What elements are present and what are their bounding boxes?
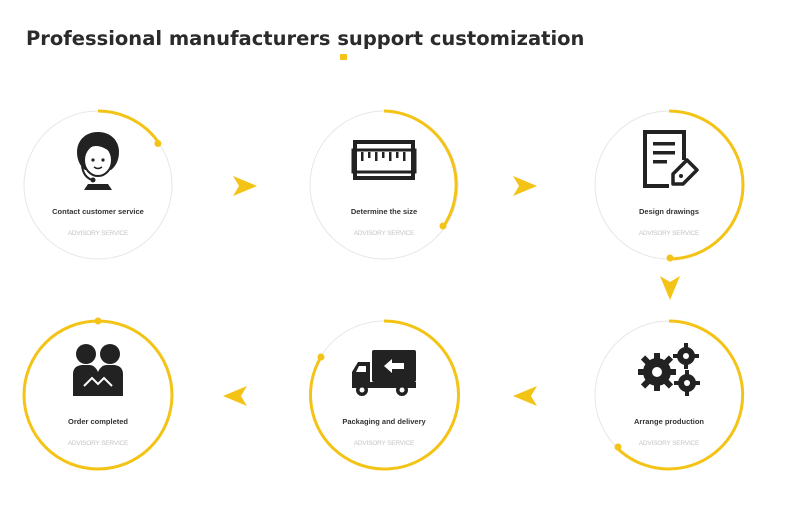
page-title: Professional manufacturers support custo…	[26, 27, 585, 50]
step-determine-size: Determine the size ADVISORY SERVICE	[309, 109, 459, 260]
step-arrange-production: Arrange production ADVISORY SERVICE	[594, 319, 745, 471]
gears-icon	[629, 340, 709, 400]
progress-ring	[594, 319, 745, 471]
step-label: Arrange production	[633, 417, 704, 426]
arrow-down-icon	[655, 273, 685, 303]
step-order-completed: Order completed ADVISORY SERVICE	[22, 317, 174, 471]
step-label: Order completed	[67, 417, 128, 426]
arrow-left-icon	[510, 381, 540, 411]
step-packaging-delivery: Packaging and delivery ADVISORY SERVICE	[309, 319, 460, 471]
step-label: Contact customer service	[52, 207, 144, 216]
progress-ring	[594, 109, 745, 262]
handshake-icon	[58, 340, 138, 400]
step-design-drawings: Design drawings ADVISORY SERVICE	[594, 109, 745, 262]
step-sublabel: ADVISORY SERVICE	[67, 440, 129, 447]
step-contact-customer-service: Contact customer service ADVISORY SERVIC…	[23, 109, 173, 260]
progress-ring	[22, 317, 174, 471]
progress-ring	[23, 109, 173, 260]
document-edit-icon	[629, 130, 709, 190]
step-sublabel: ADVISORY SERVICE	[353, 230, 415, 237]
arrow-left-icon	[220, 381, 250, 411]
progress-ring	[309, 319, 460, 471]
accent-mark	[340, 54, 347, 60]
progress-ring	[309, 109, 459, 260]
step-label: Packaging and delivery	[342, 417, 426, 426]
step-sublabel: ADVISORY SERVICE	[353, 440, 415, 447]
delivery-truck-icon	[344, 340, 424, 400]
step-label: Determine the size	[350, 207, 418, 216]
arrow-right-icon	[510, 171, 540, 201]
step-label: Design drawings	[638, 207, 699, 216]
ruler-icon	[344, 130, 424, 190]
step-sublabel: ADVISORY SERVICE	[67, 230, 129, 237]
arrow-right-icon	[230, 171, 260, 201]
step-sublabel: ADVISORY SERVICE	[638, 440, 700, 447]
step-sublabel: ADVISORY SERVICE	[638, 230, 700, 237]
customer-service-icon	[58, 130, 138, 190]
